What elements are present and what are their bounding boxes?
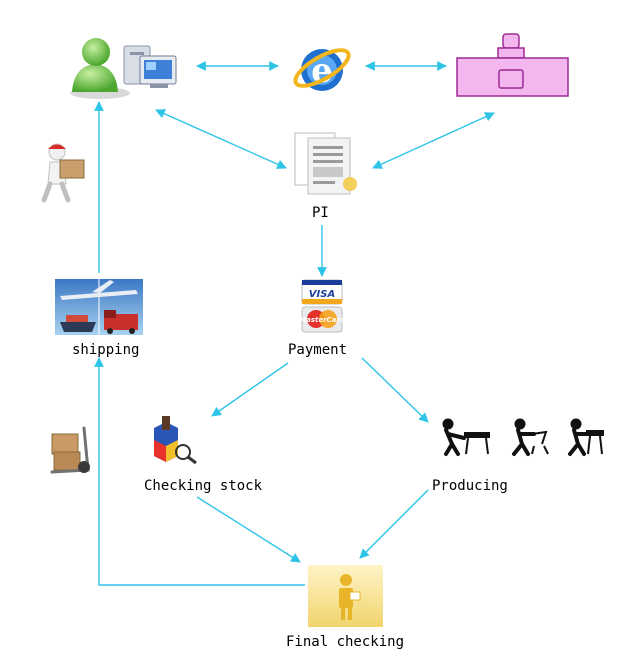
delivery-person-icon (41, 143, 85, 203)
edge-checking-final (196, 496, 301, 563)
edge-customer-pi (155, 109, 287, 169)
air-sea-road-freight-icon (55, 279, 143, 335)
user-computer-icon (70, 38, 177, 99)
workers-machines-icon (442, 418, 604, 456)
edge-payment-checking (211, 362, 289, 417)
inspection-stamp-icon (154, 416, 197, 465)
svg-text:VISA: VISA (309, 289, 335, 300)
edge-office-pi (372, 112, 495, 169)
edges (94, 61, 495, 586)
label-producing: Producing (432, 478, 508, 494)
credit-card-icon: VISA MasterCard (299, 279, 346, 333)
inspector-icon (308, 565, 383, 627)
label-shipping: shipping (72, 342, 140, 358)
edge-final-shipping (94, 357, 305, 586)
label-payment: Payment (288, 342, 348, 358)
office-desk-icon (456, 32, 569, 100)
svg-text:MasterCard: MasterCard (299, 316, 346, 324)
edge-payment-producing (361, 357, 429, 423)
edge-producing-final (359, 489, 429, 559)
label-pi: PI (312, 205, 329, 221)
hand-truck-icon (50, 426, 90, 474)
label-checking-stock: Checking stock (144, 478, 263, 494)
label-final-checking: Final checking (286, 634, 405, 650)
internet-explorer-icon: e (293, 48, 351, 91)
documents-icon (294, 132, 357, 195)
